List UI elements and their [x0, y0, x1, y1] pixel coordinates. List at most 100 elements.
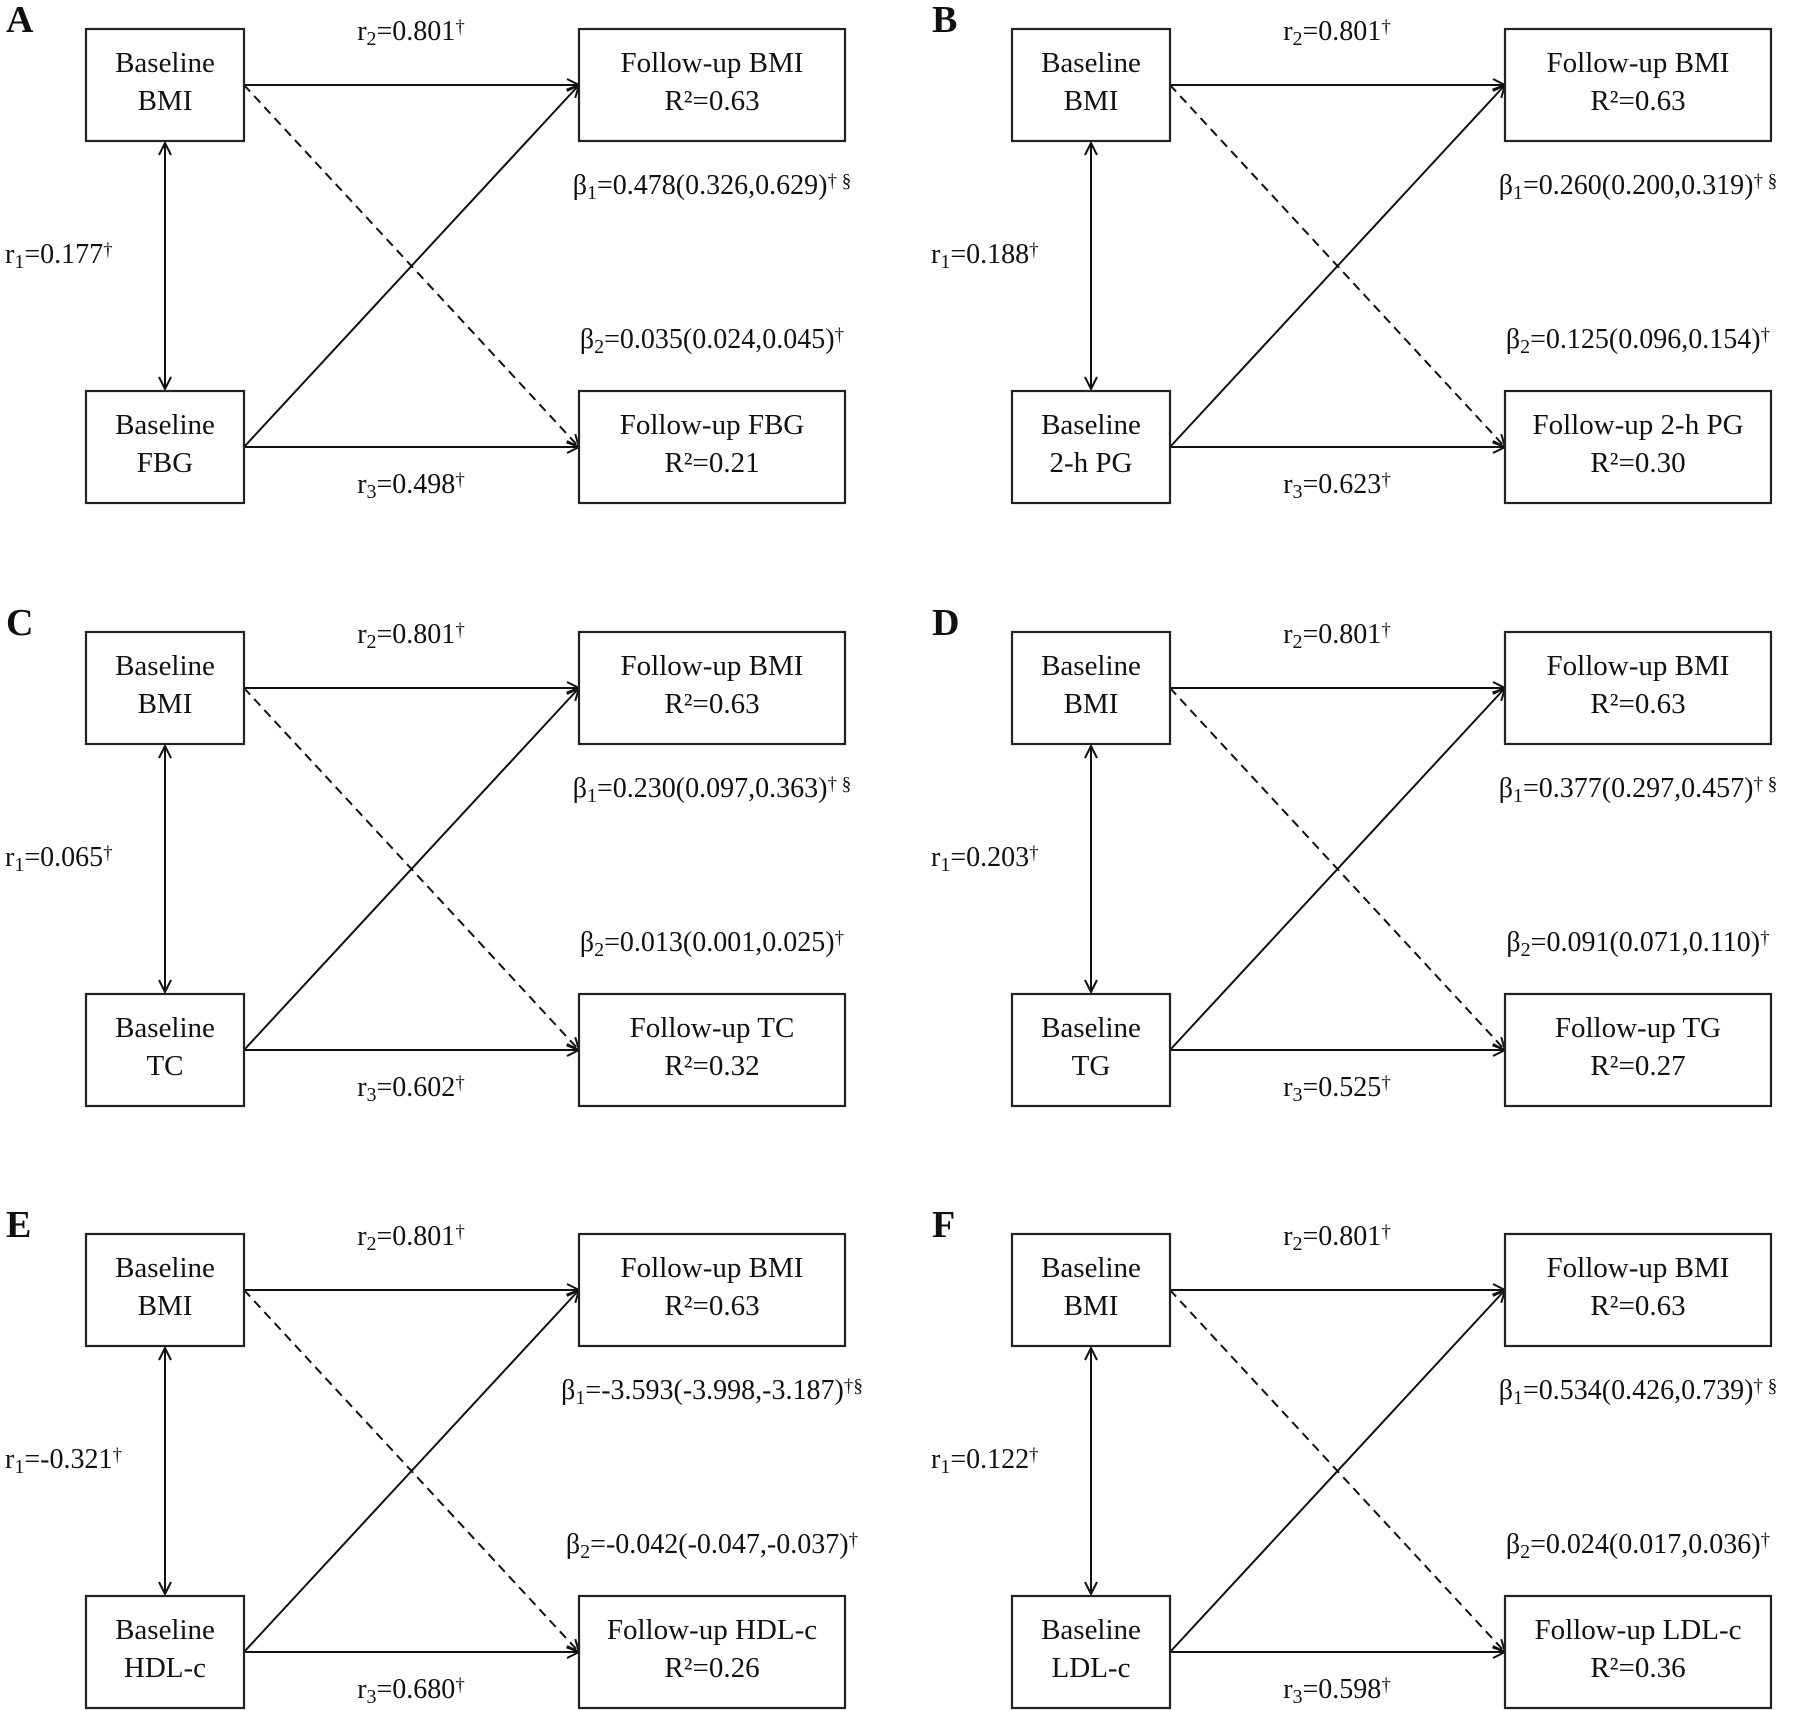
label-r1-sub: 1	[14, 251, 24, 273]
box-frame	[577, 27, 847, 143]
label-r1-val: =0.177	[24, 239, 103, 270]
box-line-2: FBG	[137, 447, 193, 479]
label-r3-sym: r	[357, 469, 367, 500]
label-r3-sym: r	[357, 1674, 367, 1705]
label-r2-val: =0.801	[1303, 619, 1382, 650]
box-line-1: Follow-up BMI	[1547, 47, 1730, 79]
box-line-1: Follow-up BMI	[621, 47, 804, 79]
label-beta2-sym: β	[1506, 1529, 1520, 1560]
label-r2-val: =0.801	[1303, 1221, 1382, 1252]
label-beta1-sub: 1	[1513, 1387, 1523, 1409]
box-line-1: Follow-up LDL-c	[1535, 1614, 1742, 1646]
box-line-1: Follow-up TG	[1555, 1012, 1721, 1044]
arrow-cross-down-dashed	[1169, 687, 1505, 1050]
label-beta1: β1=-3.593(-3.998,-3.187)†§	[561, 1375, 863, 1409]
label-r1: r1=0.122†	[931, 1444, 1039, 1478]
box-frame	[1503, 992, 1773, 1108]
label-r1-sup: †	[103, 843, 113, 864]
label-r1-val: =-0.321	[24, 1444, 112, 1475]
box-line-1: Baseline	[115, 1614, 215, 1646]
box-line-2: R²=0.21	[664, 447, 759, 479]
label-beta2-sup: †	[1761, 325, 1771, 346]
panel-letter: A	[6, 0, 34, 41]
box-frame	[84, 1594, 246, 1710]
label-r1-val: =0.122	[950, 1444, 1029, 1475]
label-beta1-sup: † §	[827, 171, 851, 192]
box-bottom-right: Follow-up HDL-cR²=0.26	[577, 1594, 847, 1710]
label-r3-val: =0.623	[1303, 469, 1382, 500]
box-line-1: Baseline	[1041, 1614, 1141, 1646]
box-line-2: R²=0.26	[664, 1652, 759, 1684]
box-line-1: Follow-up BMI	[1547, 1252, 1730, 1284]
box-frame	[1010, 1232, 1172, 1348]
label-beta2-sub: 2	[1521, 939, 1531, 961]
box-line-1: Baseline	[1041, 409, 1141, 441]
label-beta1-val: =0.230(0.097,0.363)	[597, 773, 827, 804]
label-beta1-sub: 1	[1513, 182, 1523, 204]
label-r3-sup: †	[1381, 470, 1391, 491]
label-r2-sup: †	[455, 1222, 465, 1243]
label-r3: r3=0.498†	[357, 469, 465, 503]
label-r2-val: =0.801	[1303, 16, 1382, 47]
label-r2-sym: r	[1283, 16, 1293, 47]
label-r3-sym: r	[1283, 469, 1293, 500]
box-frame	[1010, 992, 1172, 1108]
label-r2-val: =0.801	[377, 619, 456, 650]
label-r3-sub: 3	[1293, 1084, 1303, 1106]
label-r1-sym: r	[5, 1444, 15, 1475]
label-r3-sym: r	[1283, 1674, 1293, 1705]
arrow-cross-down-dashed	[1169, 1289, 1505, 1652]
label-beta1-sym: β	[573, 170, 587, 201]
label-r3: r3=0.680†	[357, 1674, 465, 1708]
box-frame	[84, 389, 246, 505]
label-beta1-val: =0.534(0.426,0.739)	[1523, 1375, 1753, 1406]
box-frame	[1503, 389, 1773, 505]
box-line-1: Baseline	[1041, 1012, 1141, 1044]
label-beta2-sym: β	[1506, 927, 1520, 958]
label-beta1: β1=0.260(0.200,0.319)† §	[1499, 170, 1777, 204]
label-beta1-sup: † §	[827, 774, 851, 795]
label-r2: r2=0.801†	[1283, 619, 1391, 653]
label-r1-val: =0.203	[950, 842, 1029, 873]
label-r3: r3=0.602†	[357, 1072, 465, 1106]
label-r1-val: =0.188	[950, 239, 1029, 270]
label-r1: r1=-0.321†	[5, 1444, 122, 1478]
label-r3-val: =0.598	[1303, 1674, 1382, 1705]
label-beta2-val: =-0.042(-0.047,-0.037)	[590, 1529, 848, 1560]
label-beta2-sup: †	[1761, 1530, 1771, 1551]
label-r3-sym: r	[357, 1072, 367, 1103]
label-r2-sub: 2	[1293, 28, 1303, 50]
box-frame	[84, 992, 246, 1108]
box-frame	[1010, 389, 1172, 505]
box-line-2: BMI	[138, 1290, 193, 1322]
label-r2-sup: †	[455, 17, 465, 38]
box-line-2: LDL-c	[1052, 1652, 1131, 1684]
box-line-2: R²=0.27	[1590, 1050, 1685, 1082]
box-frame	[577, 992, 847, 1108]
label-r3-sub: 3	[367, 1686, 377, 1708]
box-line-2: R²=0.30	[1590, 447, 1685, 479]
label-beta1-val: =-3.593(-3.998,-3.187)	[585, 1375, 843, 1406]
label-r3-sup: †	[1381, 1073, 1391, 1094]
box-line-1: Baseline	[115, 47, 215, 79]
label-beta2: β2=0.024(0.017,0.036)†	[1506, 1529, 1770, 1563]
box-frame	[84, 630, 246, 746]
label-r2: r2=0.801†	[1283, 1221, 1391, 1255]
box-frame	[577, 389, 847, 505]
label-r2-sub: 2	[367, 28, 377, 50]
label-r3: r3=0.598†	[1283, 1674, 1391, 1708]
label-beta2-sym: β	[580, 927, 594, 958]
box-frame	[577, 630, 847, 746]
box-frame	[1010, 27, 1172, 143]
label-r1-sym: r	[5, 842, 15, 873]
label-r1-sub: 1	[940, 854, 950, 876]
label-beta2-val: =0.035(0.024,0.045)	[604, 324, 834, 355]
label-r1-sym: r	[931, 1444, 941, 1475]
